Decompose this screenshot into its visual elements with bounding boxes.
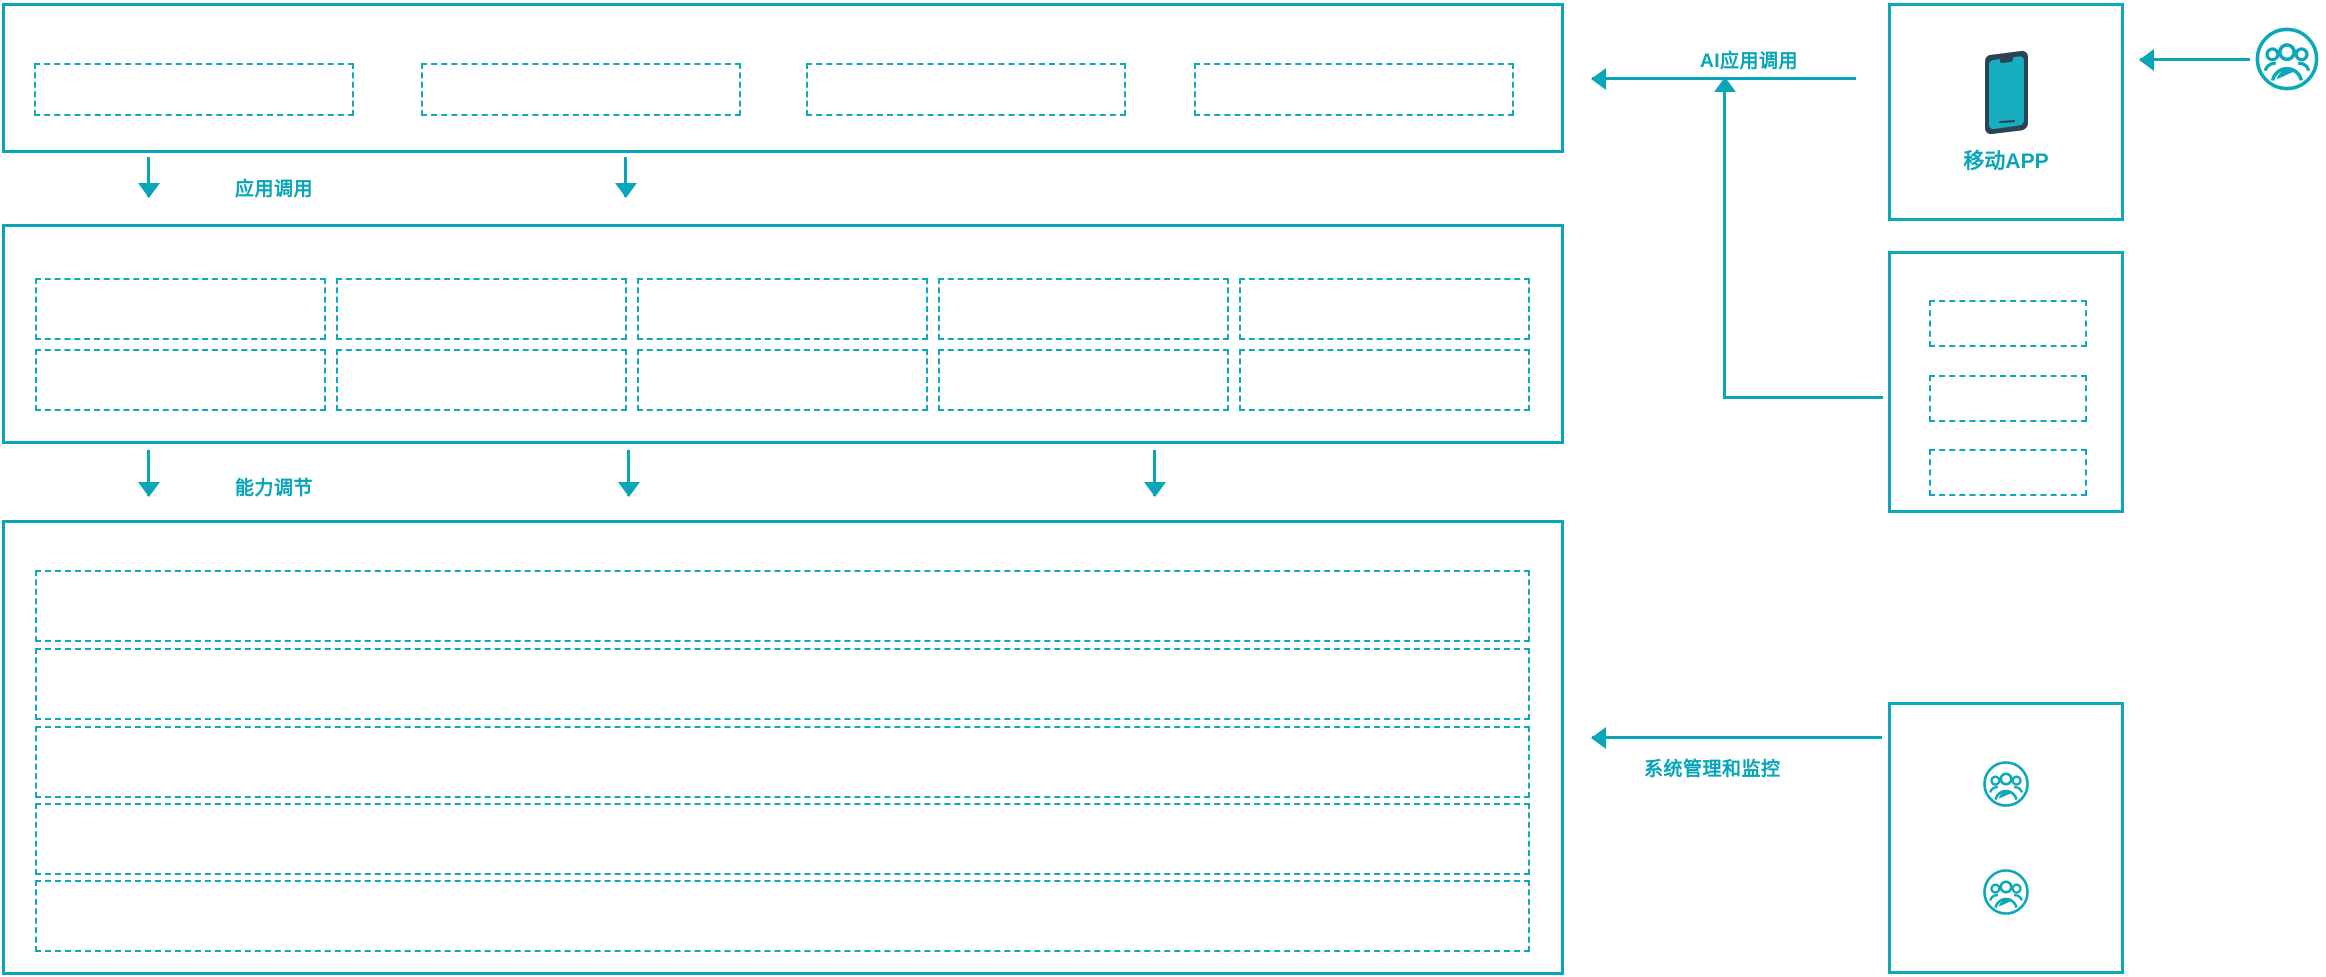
- module-to-application-arrow: [1723, 78, 1726, 398]
- capability-box-r2c5[interactable]: [1239, 349, 1530, 411]
- capability-box-r2c4[interactable]: [938, 349, 1229, 411]
- platform-row-4[interactable]: [35, 803, 1530, 875]
- application-call-arrow-left: [147, 157, 150, 197]
- application-box-1[interactable]: [34, 63, 354, 116]
- module-list-item-3[interactable]: [1929, 449, 2087, 496]
- user-group-icon[interactable]: [1982, 868, 2030, 916]
- end-user-to-mobile-app-arrow: [2140, 58, 2250, 61]
- application-layer-panel: [2, 3, 1564, 153]
- capability-box-r1c1[interactable]: [35, 278, 326, 340]
- application-call-arrow-right: [624, 157, 627, 197]
- application-box-3[interactable]: [806, 63, 1126, 116]
- platform-layer-panel: [2, 520, 1564, 975]
- capability-adjust-label: 能力调节: [235, 478, 314, 499]
- application-box-2[interactable]: [421, 63, 741, 116]
- capability-box-r2c3[interactable]: [637, 349, 928, 411]
- platform-row-5[interactable]: [35, 880, 1530, 952]
- mobile-phone-icon: [1977, 49, 2035, 135]
- module-list-card: [1888, 251, 2124, 513]
- module-list-item-2[interactable]: [1929, 375, 2087, 422]
- system-management-arrow: [1592, 736, 1882, 739]
- application-call-label: 应用调用: [235, 179, 314, 200]
- platform-row-3[interactable]: [35, 726, 1530, 798]
- capability-box-r2c1[interactable]: [35, 349, 326, 411]
- capability-box-r1c5[interactable]: [1239, 278, 1530, 340]
- capability-adjust-arrow-1: [147, 450, 150, 496]
- capability-box-r2c2[interactable]: [336, 349, 627, 411]
- user-group-icon[interactable]: [1982, 760, 2030, 808]
- capability-box-r1c3[interactable]: [637, 278, 928, 340]
- capability-adjust-arrow-2: [627, 450, 630, 496]
- mobile-app-card-label: 移动APP: [1963, 150, 2049, 173]
- platform-row-1[interactable]: [35, 570, 1530, 642]
- system-management-label: 系统管理和监控: [1644, 759, 1781, 780]
- capability-adjust-arrow-3: [1153, 450, 1156, 496]
- capability-layer-panel: [2, 224, 1564, 444]
- mobile-app-card[interactable]: 移动APP: [1888, 3, 2124, 221]
- application-box-4[interactable]: [1194, 63, 1514, 116]
- user-group-icon[interactable]: [2254, 26, 2320, 92]
- capability-box-r1c4[interactable]: [938, 278, 1229, 340]
- ai-application-call-label: AI应用调用: [1700, 51, 1799, 72]
- operators-card: [1888, 702, 2124, 974]
- module-list-item-1[interactable]: [1929, 300, 2087, 347]
- capability-box-r1c2[interactable]: [336, 278, 627, 340]
- module-to-application-connector: [1723, 396, 1883, 399]
- platform-row-2[interactable]: [35, 648, 1530, 720]
